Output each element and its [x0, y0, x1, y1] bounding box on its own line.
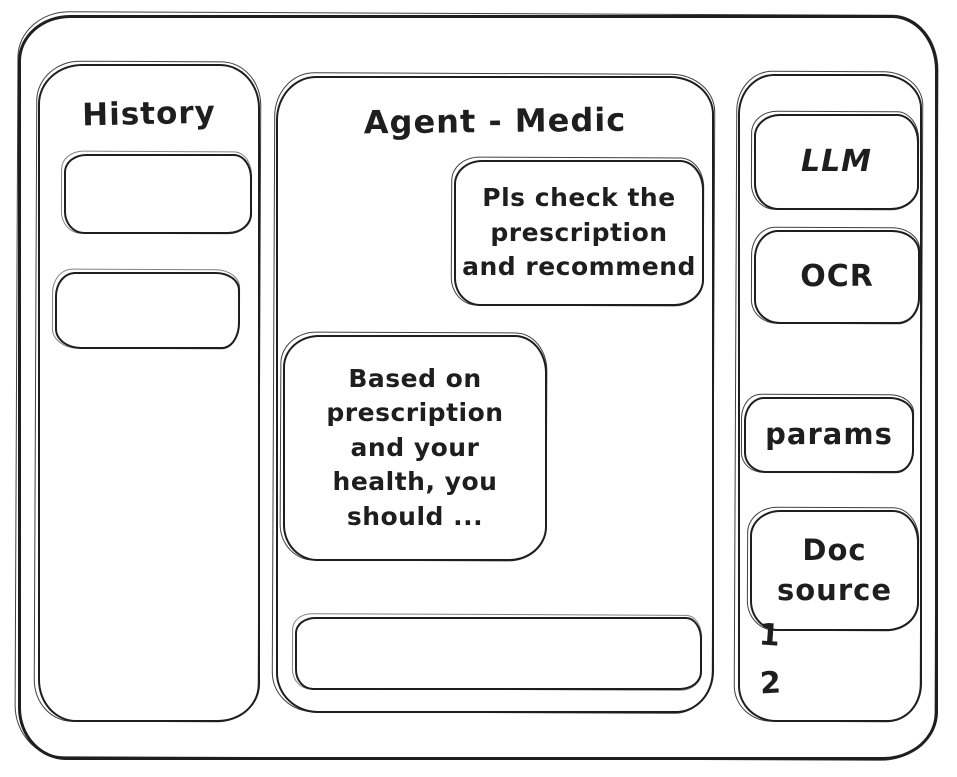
history-sidebar: History	[38, 64, 260, 722]
tools-sidebar: LLM OCR params Doc source 1 2	[738, 74, 922, 722]
message-input-bar[interactable]	[295, 617, 702, 690]
history-item[interactable]	[55, 272, 240, 349]
history-item[interactable]	[64, 154, 252, 234]
doc-source-item-2[interactable]: 2	[759, 665, 782, 702]
doc-source-item-1[interactable]: 1	[757, 617, 782, 654]
assistant-message-bubble: Based on prescription and your health, y…	[283, 335, 547, 561]
doc-source-button[interactable]: Doc source	[750, 510, 919, 631]
chat-title: Agent - Medic	[363, 100, 627, 142]
params-button[interactable]: params	[744, 397, 914, 473]
message-input[interactable]	[311, 625, 686, 682]
chat-panel: Agent - Medic Pls check the prescription…	[276, 76, 714, 713]
user-message-bubble: Pls check the prescription and recommend	[454, 160, 704, 306]
ocr-button[interactable]: OCR	[754, 230, 920, 324]
llm-button[interactable]: LLM	[754, 114, 919, 210]
history-title: History	[81, 94, 217, 134]
